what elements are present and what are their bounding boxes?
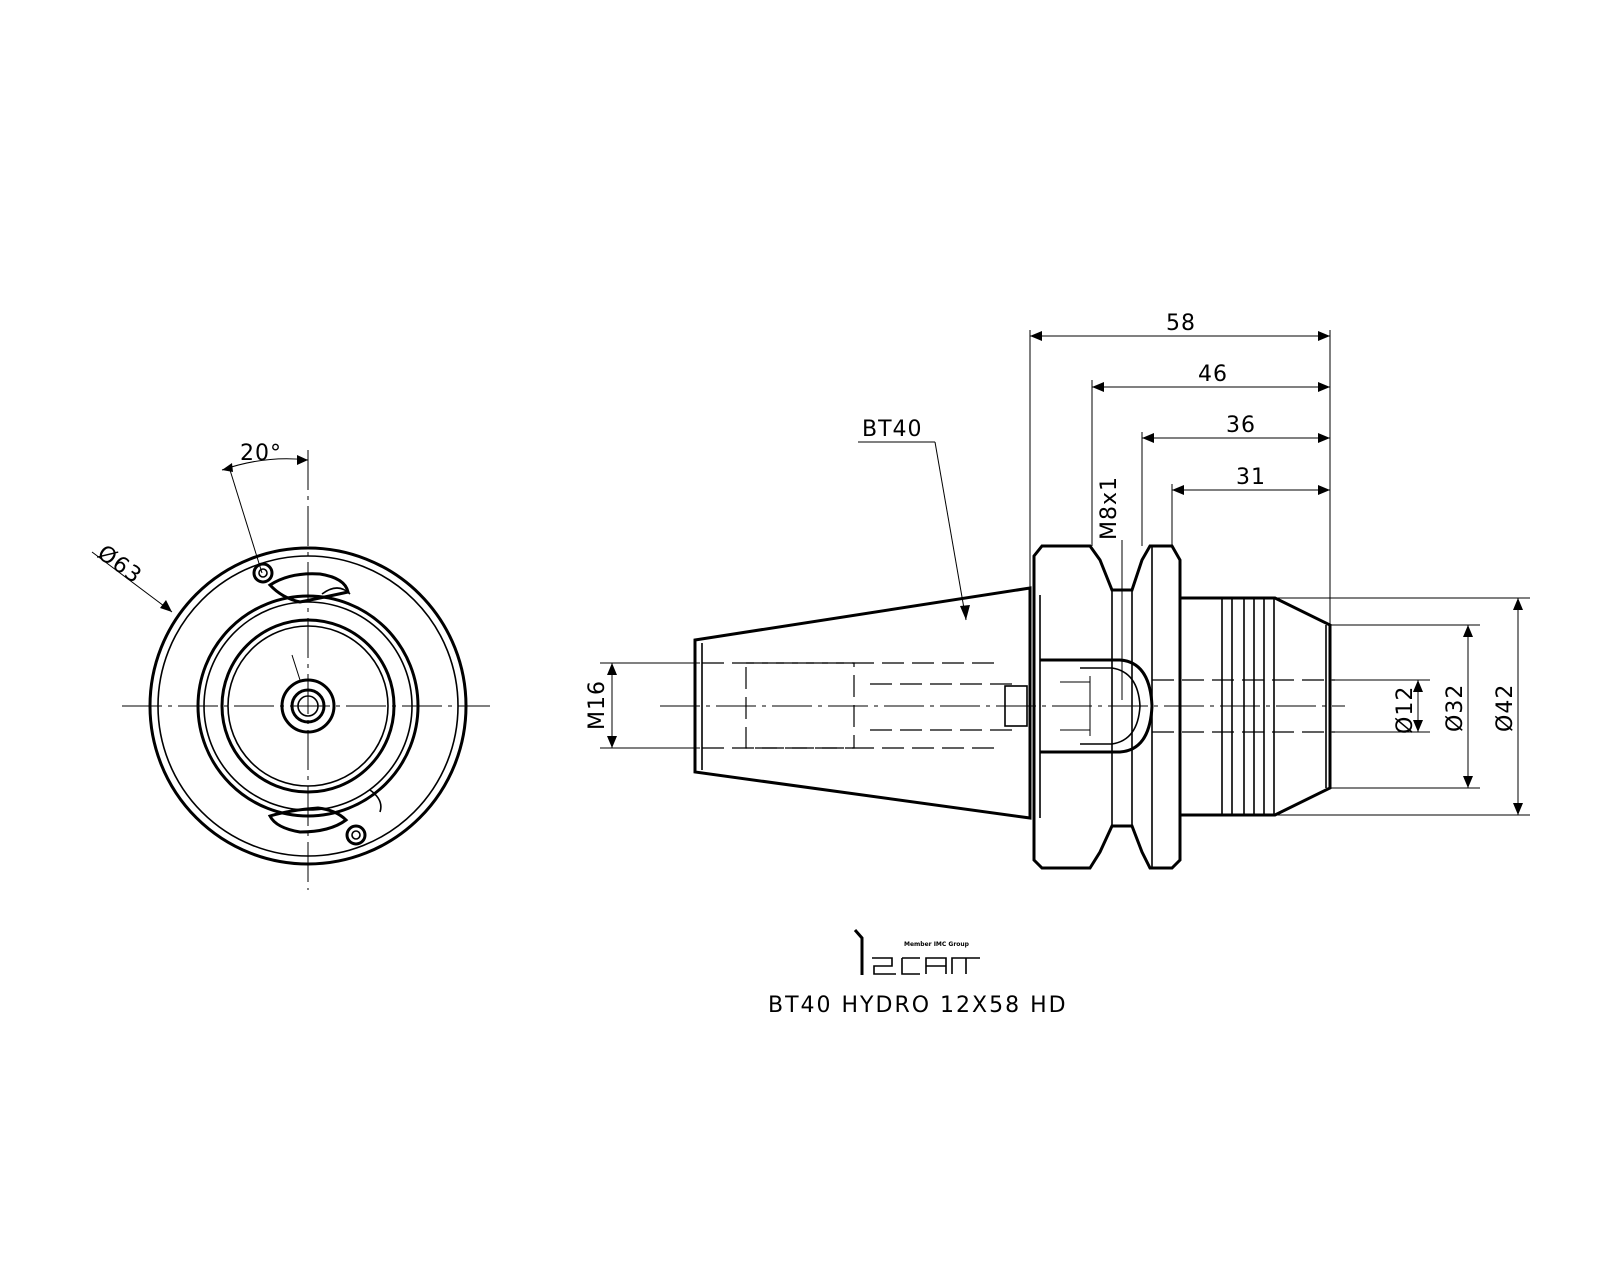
dim-12-arrow-bottom [1413, 720, 1423, 732]
lower-hole [345, 824, 367, 846]
diameter-63-arrow [160, 600, 172, 612]
logo-s-stroke [872, 957, 896, 975]
m16-arrow-top [607, 663, 617, 675]
upper-hole-core [258, 568, 268, 578]
dim-58-arrow-left [1030, 331, 1042, 341]
lower-key-slot [267, 806, 349, 834]
logo-a-stroke [925, 957, 947, 974]
dim-12-arrow-top [1413, 680, 1423, 692]
taper-body [693, 586, 1032, 820]
upper-key-slot-edge [321, 587, 351, 595]
dim-32-arrow-bottom [1463, 776, 1473, 788]
dim-42-label: Ø42 [1493, 684, 1518, 732]
slot-ring-circle [196, 594, 420, 818]
bt40-label: BT40 [862, 417, 923, 442]
angle-reference-line [229, 469, 263, 574]
dim-58-label: 58 [1166, 311, 1196, 336]
dim-32-arrow-top [1463, 625, 1473, 637]
bore-leader-line [291, 654, 301, 681]
dim-31-label: 31 [1236, 465, 1266, 490]
bore-inner-circle [297, 695, 319, 717]
m16-thread-pocket-hidden [745, 662, 855, 749]
angle-arrow-right [297, 455, 308, 465]
taper-outer-circle [220, 618, 396, 794]
dim-12-label: Ø12 [1393, 686, 1418, 734]
logo-tagline: Member IMC Group [904, 941, 970, 948]
dim-36-arrow-left [1142, 433, 1154, 443]
bore-middle-circle [290, 688, 326, 724]
lower-hole-core [351, 830, 361, 840]
upper-hole [252, 562, 274, 584]
angle-label: 20° [240, 441, 282, 466]
dim-31-arrow-right [1318, 485, 1330, 495]
dim-42-arrow-top [1513, 598, 1523, 610]
dim-58-arrow-right [1318, 331, 1330, 341]
bore-outer-circle [280, 678, 336, 734]
logo-c-stroke [901, 957, 920, 975]
outer-flange-inner-circle [157, 555, 459, 857]
dim-31-arrow-left [1172, 485, 1184, 495]
bt40-leader-arrow [960, 605, 970, 620]
lower-key-slot-edge [369, 789, 382, 813]
dim-46-arrow-left [1092, 382, 1104, 392]
dim-36-arrow-right [1318, 433, 1330, 443]
outer-flange-circle [148, 546, 468, 866]
m16-label: M16 [585, 680, 610, 730]
bt40-leader-line [934, 441, 967, 621]
product-title: BT40 HYDRO 12X58 HD [768, 993, 1068, 1018]
diameter-63-label: Ø63 [92, 541, 146, 590]
dim-42-arrow-bottom [1513, 803, 1523, 815]
dim-32-label: Ø32 [1443, 684, 1468, 732]
dim-46-label: 46 [1198, 362, 1228, 387]
flange-body [1032, 544, 1182, 870]
dim-36-label: 36 [1226, 413, 1256, 438]
diameter-63-leader [91, 551, 173, 613]
m16-arrow-bottom [607, 736, 617, 748]
key-slot-cut [1040, 658, 1154, 754]
angle-arrow-left [222, 463, 233, 472]
logo-i-stroke [853, 929, 864, 975]
shank-body [1180, 596, 1332, 817]
front-view: 20° Ø63 [91, 441, 490, 890]
dim-46-arrow-right [1318, 382, 1330, 392]
iscar-logo: Member IMC Group [853, 929, 980, 975]
side-view: BT40 M16 M8x1 58 46 36 3 [585, 311, 1530, 870]
taper-inner-circle [227, 625, 389, 787]
logo-r-stroke [951, 957, 980, 974]
m8x1-label: M8x1 [1097, 476, 1122, 540]
